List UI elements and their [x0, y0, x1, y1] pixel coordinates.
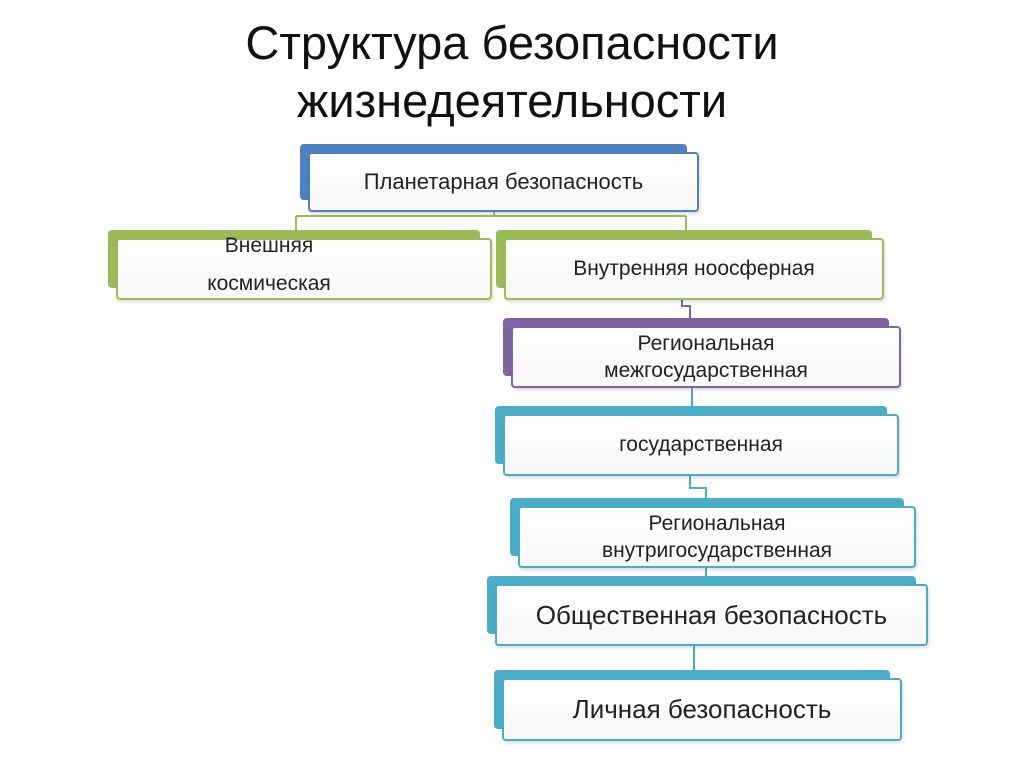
- connector-state-regional-intra: [689, 475, 707, 500]
- title-line-2: жизнедеятельности: [296, 74, 728, 127]
- node-external-cosmic: Внешняя космическая: [108, 230, 492, 300]
- node-planetary-security: Планетарная безопасность: [300, 144, 699, 212]
- node-regional-intra-line1: Региональная: [648, 512, 786, 535]
- node-planetary-label: Планетарная безопасность: [363, 169, 644, 194]
- node-regional-intra-line2: внутригосударственная: [601, 539, 833, 562]
- node-regional-intrastate: Региональная внутригосударственная: [510, 498, 916, 568]
- node-regional-inter-line1: Региональная: [637, 332, 775, 355]
- connector-internal-regional: [681, 298, 691, 320]
- node-regional-interstate: Региональная межгосударственная: [503, 318, 901, 388]
- node-state-label: государственная: [619, 433, 783, 456]
- page-title: Структура безопасности жизнедеятельности: [0, 14, 1024, 130]
- node-external-label-line1: Внешняя: [224, 234, 314, 257]
- node-personal-security: Личная безопасность: [494, 670, 902, 741]
- node-personal-label: Личная безопасность: [572, 694, 832, 724]
- node-internal-noosphere: Внутренняя ноосферная: [496, 230, 884, 300]
- node-state: государственная: [495, 406, 899, 476]
- node-regional-inter-line2: межгосударственная: [604, 359, 808, 382]
- connector-planetary-branches: [295, 210, 687, 232]
- node-public-security: Общественная безопасность: [487, 576, 928, 646]
- node-external-label-line2: космическая: [207, 272, 331, 295]
- node-internal-label: Внутренняя ноосферная: [573, 257, 815, 280]
- node-public-label: Общественная безопасность: [535, 599, 888, 630]
- title-line-1: Структура безопасности: [245, 16, 779, 69]
